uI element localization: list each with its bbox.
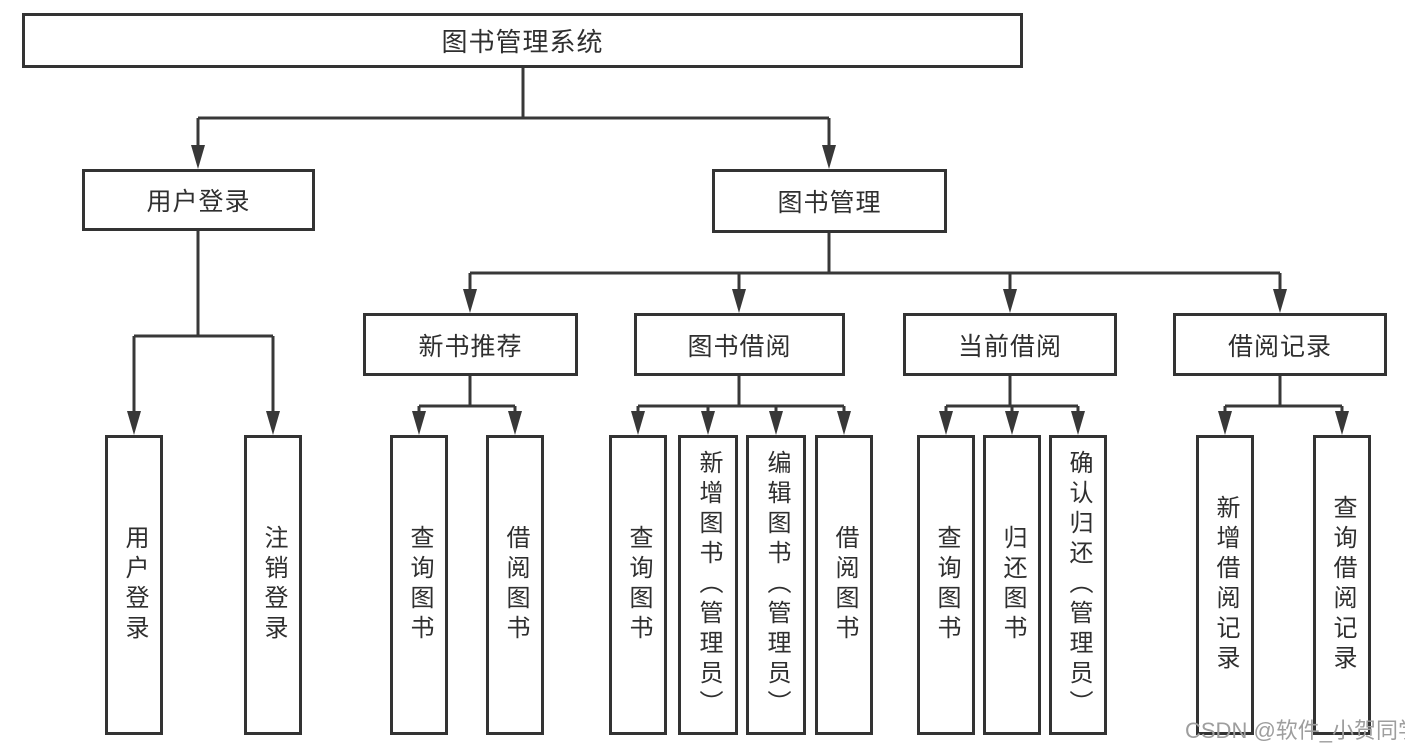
leaf-confirm-return-admin-label: 确认归还（管理员）	[1065, 450, 1092, 720]
leaf-query-borrow-record: 查询借阅记录	[1313, 435, 1371, 735]
leaf-query-books-recommend-label: 查询图书	[406, 525, 433, 645]
node-user-login-label: 用户登录	[146, 188, 251, 216]
node-book-management: 图书管理	[712, 169, 947, 233]
leaf-confirm-return-admin: 确认归还（管理员）	[1049, 435, 1107, 735]
leaf-logout-label: 注销登录	[260, 525, 287, 645]
leaf-edit-book-admin-label: 编辑图书（管理员）	[763, 450, 790, 720]
leaf-borrow-books-borrowing: 借阅图书	[815, 435, 873, 735]
leaf-add-book-admin-label: 新增图书（管理员）	[695, 450, 722, 720]
leaf-query-books-borrowing: 查询图书	[609, 435, 667, 735]
node-current-borrowing-label: 当前借阅	[957, 332, 1062, 361]
leaf-edit-book-admin: 编辑图书（管理员）	[746, 435, 806, 735]
leaf-query-books-recommend: 查询图书	[390, 435, 448, 735]
connector-edges	[132, 68, 1344, 413]
leaf-add-borrow-record-label: 新增借阅记录	[1212, 495, 1239, 675]
arrowheads	[127, 145, 1349, 435]
leaf-query-borrow-record-label: 查询借阅记录	[1329, 495, 1356, 675]
csdn-watermark: CSDN @软件_小贺同学	[1185, 718, 1405, 743]
leaf-return-books-label: 归还图书	[999, 525, 1026, 645]
leaf-borrow-books-recommend: 借阅图书	[486, 435, 544, 735]
node-library-system-label: 图书管理系统	[441, 27, 604, 57]
leaf-borrow-books-borrowing-label: 借阅图书	[831, 525, 858, 645]
leaf-borrow-books-recommend-label: 借阅图书	[502, 525, 529, 645]
node-book-borrowing-label: 图书借阅	[687, 332, 792, 361]
leaf-add-borrow-record: 新增借阅记录	[1196, 435, 1254, 735]
leaf-logout: 注销登录	[244, 435, 302, 735]
node-borrowing-records: 借阅记录	[1173, 313, 1387, 376]
leaf-user-login-label: 用户登录	[121, 525, 148, 645]
node-user-login: 用户登录	[82, 169, 315, 231]
leaf-query-books-current-label: 查询图书	[933, 525, 960, 645]
leaf-user-login: 用户登录	[105, 435, 163, 735]
leaf-return-books: 归还图书	[983, 435, 1041, 735]
leaf-add-book-admin: 新增图书（管理员）	[678, 435, 738, 735]
node-borrowing-records-label: 借阅记录	[1227, 332, 1332, 361]
node-new-book-recommend: 新书推荐	[363, 313, 578, 376]
node-book-borrowing: 图书借阅	[634, 313, 845, 376]
leaf-query-books-current: 查询图书	[917, 435, 975, 735]
node-book-management-label: 图书管理	[777, 189, 882, 217]
node-current-borrowing: 当前借阅	[903, 313, 1117, 376]
leaf-query-books-borrowing-label: 查询图书	[625, 525, 652, 645]
node-library-system: 图书管理系统	[22, 13, 1023, 68]
node-new-book-recommend-label: 新书推荐	[418, 332, 523, 361]
